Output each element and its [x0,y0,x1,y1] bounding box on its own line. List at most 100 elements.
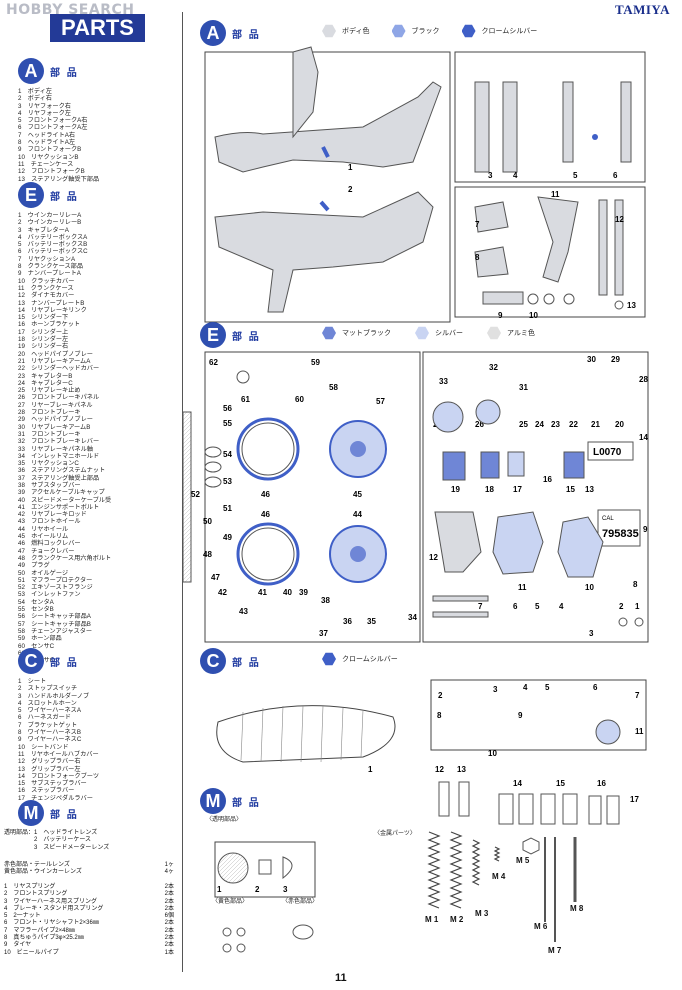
svg-text:6: 6 [513,602,518,611]
m-header-row: 2 バッテリーケース [4,837,92,844]
m-row-label: 黄色部品・ウインカーレンズ [4,869,82,876]
part-a-9 [482,291,524,305]
svg-text:12: 12 [429,553,438,562]
m1-label: M 1 [425,915,439,924]
frame-m-title: 部 品 [232,798,261,809]
tire-52 [183,411,192,583]
list-item: 7 ヘッドライトA右 [18,131,76,139]
m3-label: M 3 [475,909,489,918]
svg-text:1: 1 [635,602,640,611]
svg-text:37: 37 [319,629,328,638]
m6-label: M 6 [534,922,548,931]
svg-text:21: 21 [591,420,600,429]
list-item: 51 マフラープロテクター [18,576,93,584]
fork-5 [562,81,574,163]
svg-text:28: 28 [639,375,648,384]
svg-text:57: 57 [376,397,385,406]
svg-text:3: 3 [488,171,493,180]
list-item: 32 フロントブレーキレバー [18,438,100,446]
frame-e-title: 部 品 [232,332,261,343]
svg-text:17: 17 [513,485,522,494]
body-blue-stub [321,146,330,158]
list-item: 44 リヤホイール [18,525,69,533]
svg-text:17: 17 [630,795,639,804]
list-item: 9 ワイヤーハーネスC [18,736,82,744]
svg-text:4: 4 [523,683,528,692]
fork-3 [474,81,490,173]
svg-text:4: 4 [559,602,564,611]
list-item: 46 燃料コックレバー [18,540,81,548]
svg-text:31: 31 [519,383,528,392]
hex-swatch-icon [322,652,336,666]
list-item: 27 リヤーブレーキパネル [18,401,93,409]
brand-logo: TAMIYA [614,2,670,17]
svg-text:58: 58 [329,383,338,392]
legend-silver: シルバー [415,326,463,340]
list-item: 3 リヤフォーク右 [18,102,71,110]
list-item: 3 ハンドルホルダーノブ [18,692,90,700]
list-item: 40 スピードメーターケーブル受 [18,496,112,504]
metal-parts-label: 〈金属パーツ〉 [374,831,416,837]
fork-6 [620,81,632,163]
svg-text:15: 15 [556,779,565,788]
svg-text:18: 18 [485,485,494,494]
svg-text:36: 36 [343,617,352,626]
svg-text:13: 13 [457,765,466,774]
frame-c-badge: C [200,648,226,674]
svg-text:24: 24 [535,420,544,429]
svg-text:42: 42 [218,588,227,597]
clutch-cover-10 [557,516,604,578]
part-a-7 [474,201,509,233]
legend-chrome-silver: クロームシルバー [461,24,537,38]
hex-swatch-icon [322,24,336,38]
clear-parts-label: 〈透明部品〉 [206,817,243,823]
list-item: 21 リヤブレーキアームA [18,357,91,365]
list-item: 47 チョークレバー [18,547,75,555]
list-item: 55 センタB [18,606,54,614]
list-item: 14 フロントフォークブーツ [18,772,100,780]
speedometer-lens [282,856,293,880]
m-row-label: 5 2一ナット [4,913,41,920]
parts-banner: PARTS [50,14,145,42]
list-item: 6 フロントフォークA左 [18,124,88,132]
list-item: 34 インレットマニホールド [18,452,100,460]
frame-e-badge: E [200,322,226,348]
legend-matte-black: マットブラック [322,326,391,340]
section-c-badge: C [18,648,44,674]
frame-m-badge: M [200,788,226,814]
m-row-label: 9 タイヤ [4,942,32,949]
svg-text:52: 52 [191,490,200,499]
svg-text:10: 10 [529,311,538,320]
list-item: 2 ストップスイッチ [18,685,78,693]
svg-text:2: 2 [255,885,260,894]
seat-part-1 [216,705,396,763]
m4-label: M 4 [492,872,506,881]
section-m-badge: M [18,800,44,826]
section-a-badge: A [18,58,44,84]
list-item: 18 シリンダー左 [18,336,69,344]
list-item: 4 バッテリーボックスA [18,233,88,241]
yellow-parts-label: 〈黄色部品〉 [212,899,249,905]
svg-text:5: 5 [573,171,578,180]
list-item: 29 ヘッドパイプノブレー [18,416,93,424]
svg-text:2: 2 [438,691,443,700]
svg-text:22: 22 [569,420,578,429]
list-item: 22 シリンダーヘッドカバー [18,365,100,373]
svg-text:10: 10 [488,749,497,758]
list-item: 11 リヤホイールハブカバー [18,750,99,758]
parts-diagram: 1 2 3 4 5 6 7 8 11 12 13 9 10 52 [183,46,649,953]
svg-text:35: 35 [367,617,376,626]
m-header-row: 透明部品：1 ヘッドライトレンズ [4,830,98,836]
hex-swatch-icon [322,326,336,340]
section-c-title: 部 品 [50,658,79,669]
svg-text:14: 14 [639,433,648,442]
list-item: 13 ステアリング軸受下部品 [18,175,100,183]
svg-text:9: 9 [498,311,503,320]
